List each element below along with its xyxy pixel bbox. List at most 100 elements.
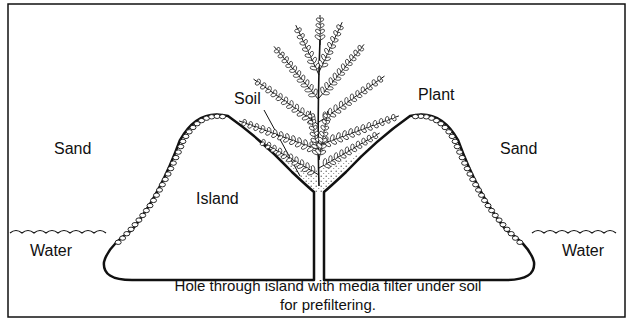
leaflet [334, 105, 338, 112]
sand-grain [470, 177, 476, 181]
leaflet [247, 124, 253, 129]
sand-grain [457, 150, 463, 154]
leaflet [299, 41, 305, 46]
leaflet [307, 114, 313, 119]
leaflet [323, 113, 329, 119]
leaflet [286, 104, 293, 109]
leaflet [278, 54, 283, 58]
leaflet [289, 69, 295, 73]
leaflet [305, 53, 312, 58]
sand-grain [489, 208, 495, 212]
leaflet [372, 132, 376, 137]
soil-label: Soil [234, 90, 261, 108]
sand-grain [162, 177, 168, 181]
sand-grain [512, 236, 518, 240]
leaflet [260, 85, 265, 90]
sand-grain [473, 183, 479, 187]
sand-grain [151, 198, 157, 202]
leaflet [293, 74, 299, 78]
leaflet [291, 108, 298, 113]
leaflet [265, 89, 271, 94]
leaflet [320, 87, 325, 95]
leaflet [281, 100, 288, 105]
leaflet [314, 34, 321, 41]
leaflet [275, 151, 281, 156]
sand-grain [178, 144, 184, 148]
leaflet [315, 23, 321, 29]
leaflet [333, 30, 338, 36]
leaflet [302, 47, 308, 52]
sand-grain [485, 203, 491, 207]
leaflet [319, 130, 325, 137]
leaflet [341, 64, 345, 70]
leaflet [336, 24, 341, 30]
leaflet [286, 157, 293, 162]
leaflet [366, 122, 371, 128]
sand-grain [140, 213, 146, 217]
sand-grain [159, 183, 165, 187]
island-label: Island [196, 190, 239, 208]
sand-grain [504, 227, 510, 231]
leaflet [324, 82, 329, 89]
leaflet [296, 164, 303, 170]
sand-grain [452, 139, 458, 143]
leaflet [345, 59, 349, 65]
leaflet [282, 59, 287, 63]
water-wave [10, 231, 106, 234]
leaflet [339, 149, 343, 156]
sand-label: Sand [54, 140, 91, 158]
sand-grain [454, 144, 460, 148]
leaflet [361, 138, 365, 143]
leaflet [291, 160, 298, 165]
water-label: Water [30, 242, 72, 260]
sand-grain [124, 232, 130, 236]
leaflet [320, 125, 326, 131]
leaflet [274, 50, 279, 54]
leaflet [377, 76, 381, 81]
sand-grain [168, 166, 174, 170]
leaflet [345, 97, 349, 103]
leaflet [321, 54, 327, 61]
leaflet [372, 80, 376, 85]
leaflet [356, 141, 360, 147]
sand-grain [508, 232, 514, 236]
leaflet [356, 90, 360, 96]
sand-grain [183, 134, 189, 138]
leaflet [350, 144, 354, 150]
sand-grain [517, 240, 523, 244]
sand-grain [132, 223, 138, 227]
sand-grain [147, 203, 153, 207]
sand-grain [165, 172, 171, 176]
leaflet [297, 35, 303, 39]
leaflet [379, 118, 384, 124]
leaflet [286, 64, 291, 68]
plant-label: Plant [418, 86, 454, 104]
frond-rib [319, 76, 385, 122]
sand-grain [464, 166, 470, 170]
leaflet [307, 60, 314, 65]
frond-rib [239, 121, 319, 150]
leaflet [321, 119, 327, 125]
leaflet [289, 139, 296, 145]
leaflet [353, 50, 357, 55]
sand-grain [449, 134, 455, 138]
leaflet [317, 136, 324, 143]
leaflet [308, 120, 314, 125]
leaflet [337, 68, 342, 74]
sand-grain [180, 139, 186, 143]
leaflet [385, 116, 390, 121]
leaflet [294, 29, 299, 33]
sand-grain [500, 223, 506, 227]
sand-grain [173, 155, 179, 159]
leaflet [354, 126, 359, 133]
frond-rib [319, 44, 364, 98]
sand-grain [170, 161, 176, 165]
leaflet [301, 144, 309, 150]
leaflet [348, 128, 353, 135]
sand-grain [136, 218, 142, 222]
leaflet [333, 73, 338, 80]
sand-grain [186, 130, 192, 134]
leaflet [315, 28, 322, 34]
